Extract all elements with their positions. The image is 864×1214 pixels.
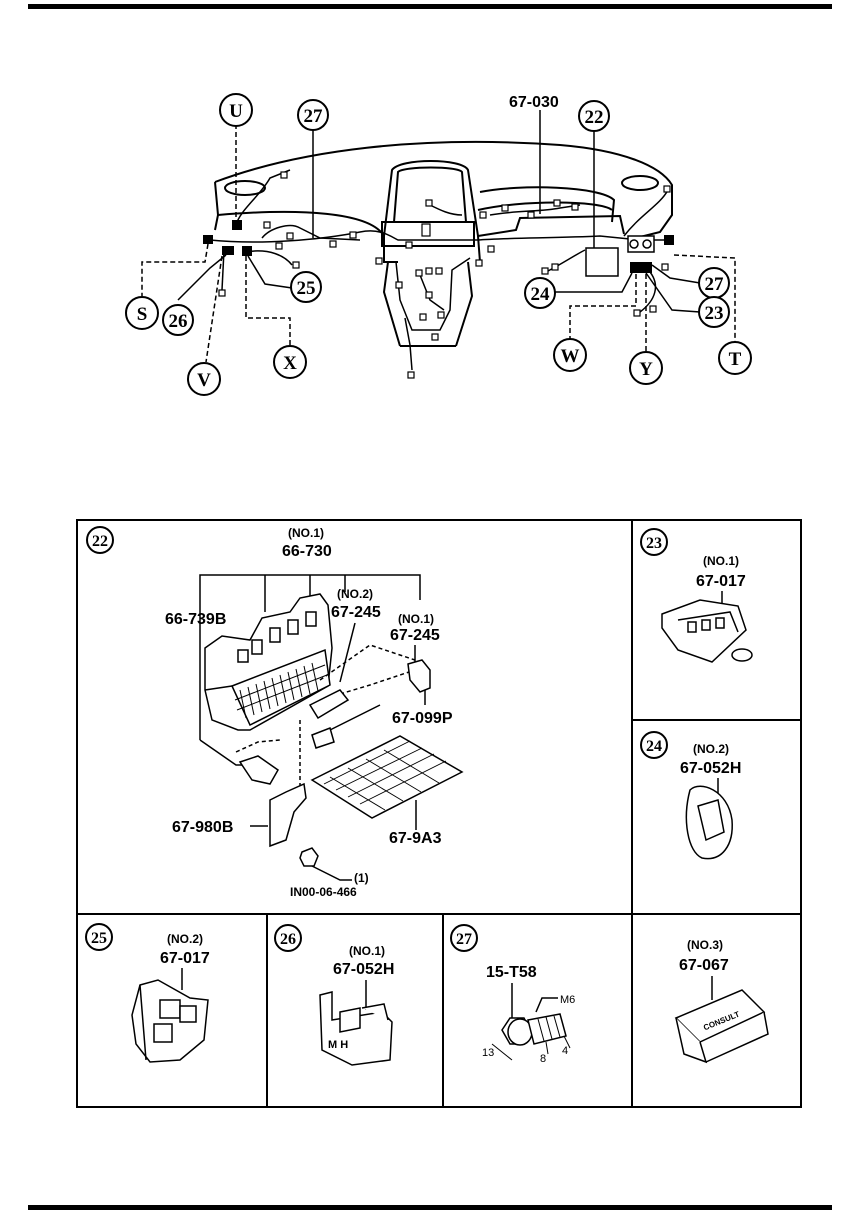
bottom-rule — [28, 1205, 832, 1210]
callout-26: 26 — [162, 304, 194, 336]
label-in00-06-466: IN00-06-466 — [290, 885, 357, 899]
panel-26-marks: M H — [328, 1039, 348, 1051]
panel-27: 27 15-T58 M6 13 8 4 — [450, 924, 575, 1065]
panel-25-number: 25 — [91, 930, 107, 947]
label-67-030: 67-030 — [509, 94, 559, 111]
callout-27-top: 27 — [297, 99, 329, 131]
label-67-245-b: 67-245 — [390, 627, 440, 644]
callout-y: Y — [629, 351, 663, 385]
panel-26: 26 (NO.1) 67-052H M H — [274, 924, 394, 1066]
svg-text:26: 26 — [169, 311, 188, 332]
panel-25: 25 (NO.2) 67-017 — [85, 923, 210, 1063]
svg-text:V: V — [197, 370, 211, 391]
svg-text:27: 27 — [705, 274, 725, 295]
panel-28-no: (NO.3) — [687, 938, 723, 952]
panel-22: 22 (NO.1) 66-730 (NO.2) 67-245 (NO.1) 67… — [86, 526, 464, 899]
panel-23: 23 (NO.1) 67-017 — [640, 528, 753, 663]
svg-text:X: X — [283, 353, 297, 374]
callout-23: 23 — [698, 296, 730, 328]
label-67-980b: 67-980B — [172, 819, 233, 836]
callout-t: T — [718, 341, 752, 375]
dark-connectors — [203, 220, 674, 273]
svg-text:Y: Y — [639, 359, 653, 380]
label-67-099p: 67-099P — [392, 710, 453, 727]
svg-text:27: 27 — [304, 106, 324, 127]
label-66-730: 66-730 — [282, 543, 332, 560]
callout-s: S — [125, 296, 159, 330]
callout-24: 24 — [524, 277, 556, 309]
label-no1: (NO.1) — [288, 526, 324, 540]
connectors — [218, 171, 671, 379]
svg-text:24: 24 — [531, 284, 551, 305]
panel-67-067: (NO.3) 67-067 CONSULT — [674, 938, 769, 1064]
panel-27-thread: M6 — [560, 994, 575, 1006]
label-no2: (NO.2) — [337, 587, 373, 601]
panel-23-part: 67-017 — [696, 573, 746, 590]
label-67-245-a: 67-245 — [331, 604, 381, 621]
svg-text:23: 23 — [705, 303, 724, 324]
panel-24-part: 67-052H — [680, 760, 741, 777]
panel-28-part: 67-067 — [679, 957, 729, 974]
panel-23-number: 23 — [646, 535, 662, 552]
panel-27-number: 27 — [456, 931, 472, 948]
panel-24-number: 24 — [646, 738, 662, 755]
label-66-739b: 66-739B — [165, 611, 226, 628]
callout-w: W — [553, 338, 587, 372]
callout-x: X — [273, 345, 307, 379]
svg-text:T: T — [729, 349, 742, 370]
panel-23-no: (NO.1) — [703, 554, 739, 568]
svg-text:25: 25 — [297, 278, 316, 299]
svg-text:W: W — [561, 346, 580, 367]
svg-text:22: 22 — [585, 107, 604, 128]
dashboard-overview — [209, 110, 673, 371]
callout-22: 22 — [578, 100, 610, 132]
label-no1-b: (NO.1) — [398, 612, 434, 626]
panel-27-dim-8: 8 — [540, 1053, 546, 1065]
callout-25: 25 — [290, 271, 322, 303]
top-rule — [28, 4, 832, 9]
panel-26-part: 67-052H — [333, 961, 394, 978]
panel-26-number: 26 — [280, 931, 296, 948]
panel-24-no: (NO.2) — [693, 742, 729, 756]
parts-grid — [76, 519, 802, 1108]
label-qty: (1) — [354, 871, 369, 885]
callout-v: V — [187, 362, 221, 396]
panel-27-part: 15-T58 — [486, 964, 537, 981]
panel-27-dim-13: 13 — [482, 1047, 494, 1059]
panel-25-part: 67-017 — [160, 950, 210, 967]
svg-text:U: U — [229, 101, 243, 122]
svg-text:S: S — [137, 304, 148, 325]
panel-26-no: (NO.1) — [349, 944, 385, 958]
callout-leaders — [141, 124, 736, 363]
panel-24: 24 (NO.2) 67-052H — [640, 731, 741, 860]
overview-callouts: U 27 22 S 26 25 V X 24 27 23 W Y T — [125, 93, 752, 396]
panel-22-number: 22 — [92, 533, 108, 550]
panel-27-dim-4: 4 — [562, 1045, 568, 1057]
label-67-9a3: 67-9A3 — [389, 830, 442, 847]
panel-25-no: (NO.2) — [167, 932, 203, 946]
callout-27-right: 27 — [698, 267, 730, 299]
callout-u: U — [219, 93, 253, 127]
